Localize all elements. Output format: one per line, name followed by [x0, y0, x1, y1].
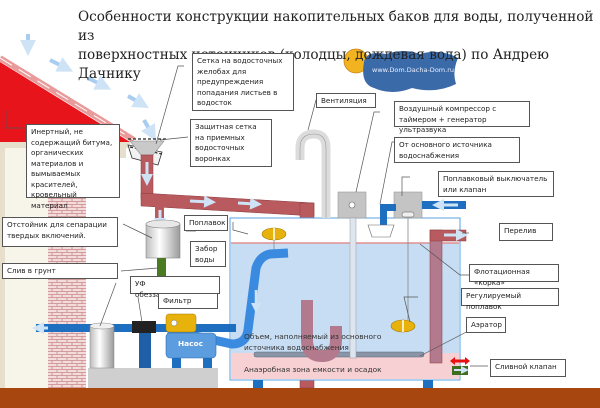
- pump-base: [88, 368, 218, 388]
- label-roof-material: Инертный, не содержащий битума, органиче…: [26, 124, 120, 210]
- compressor: [337, 191, 367, 219]
- anaerobic-zone: [231, 353, 459, 379]
- pump: [165, 332, 217, 359]
- label-overflow: Перелив: [499, 223, 553, 241]
- label-main-source: От основного источника водоснабжения: [394, 137, 520, 163]
- label-uv: УФ обеззараживание: [130, 276, 220, 299]
- label-float-switch: Поплавковый выключатель или клапан: [438, 171, 554, 197]
- ground-drain-pipe: [157, 258, 166, 280]
- title-line-2: поверхностных источников (колодцы, дожде…: [78, 47, 550, 82]
- label-pump: Насос: [178, 339, 204, 348]
- collector-pipe: [140, 192, 315, 217]
- label-flotation-crust: Флотационная «корка»: [469, 264, 559, 287]
- ground: [0, 388, 600, 408]
- cloud-icon: [363, 51, 458, 92]
- label-float: Поплавок: [184, 215, 228, 231]
- label-filter: Фильтр: [158, 293, 218, 309]
- label-settler: Отстойник для сепарации твердых включени…: [2, 217, 118, 247]
- settler-tank: [145, 223, 181, 259]
- label-ground-drain: Слив в грунт: [2, 263, 118, 279]
- label-ventilation: Вентиляция: [316, 93, 376, 108]
- label-gutter-mesh: Сетка на водосточных желобах для предупр…: [192, 53, 294, 111]
- label-anaerobic-zone: Анаэробная зона емкости и осадок: [244, 365, 382, 374]
- roof: [0, 62, 130, 142]
- pump-motor: [165, 313, 197, 333]
- filter: [132, 321, 156, 333]
- rain-arrows: [20, 34, 156, 141]
- label-drain-valve: Сливной клапан: [490, 359, 566, 377]
- inlet-u-bend: [301, 300, 342, 363]
- title-line-1: Особенности конструкции накопительных ба…: [78, 9, 594, 44]
- label-adjustable-float: Регулируемый поплавок: [461, 288, 559, 311]
- label-compressor: Воздушный компрессор с таймером + генера…: [394, 101, 530, 134]
- water-volume: [231, 243, 459, 353]
- overflow-pipe: [429, 229, 443, 364]
- uv-unit: [89, 325, 115, 369]
- label-aerator: Аэратор: [466, 317, 506, 333]
- water-intake-hose: [167, 248, 289, 349]
- label-funnel-mesh: Защитная сетка на приемных водосточных в…: [190, 119, 272, 167]
- label-water-intake: Забор воды: [190, 241, 226, 267]
- watermark: www.Dom.Dacha-Dom.ru: [372, 66, 454, 74]
- page-title: Особенности конструкции накопительных ба…: [78, 8, 598, 84]
- air-line: [349, 217, 357, 359]
- label-volume-main: Объем, наполняемый из основного источник…: [244, 332, 382, 352]
